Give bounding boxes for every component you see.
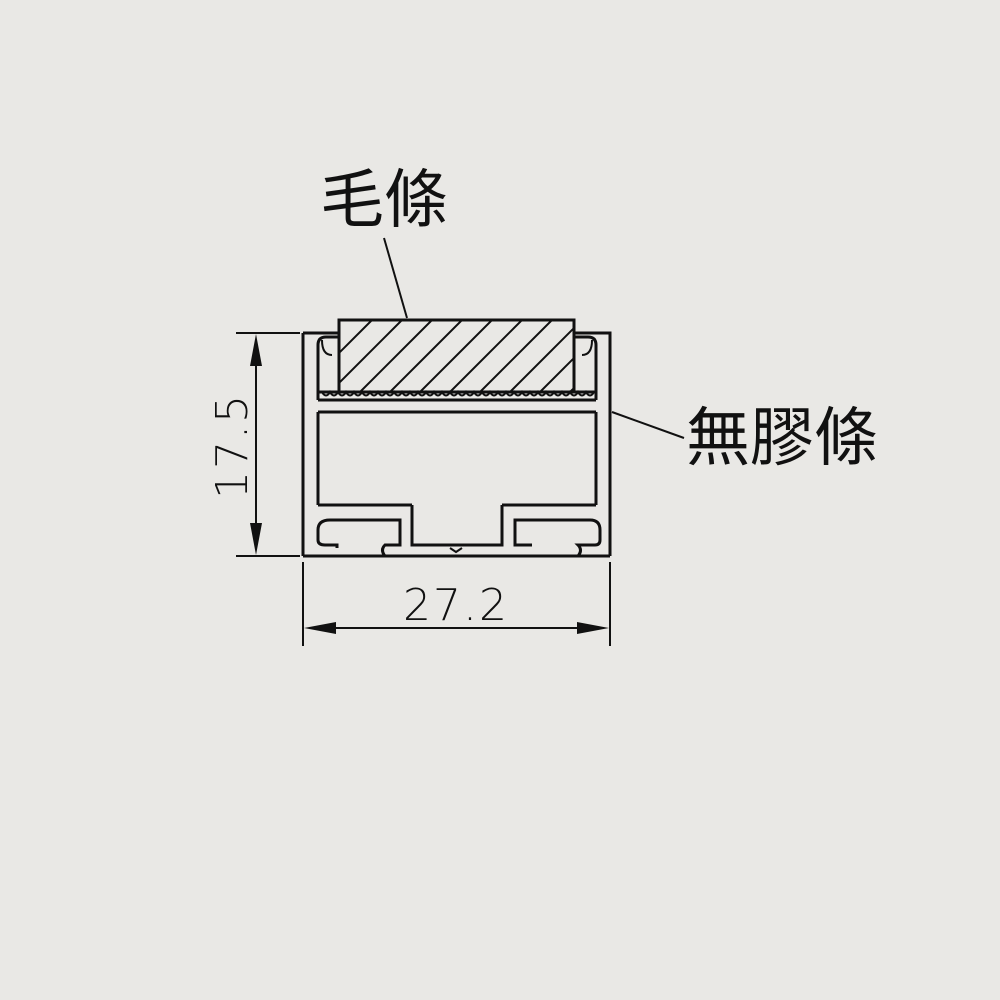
upper-channel-left-lip xyxy=(316,335,339,400)
height-arrow-top xyxy=(250,334,262,366)
height-dimension-value: 17.5 xyxy=(207,393,258,499)
brush-strip-hatching xyxy=(339,320,574,392)
no-glue-strip-leader xyxy=(611,411,685,439)
height-arrow-bottom xyxy=(250,523,262,555)
center-rib xyxy=(410,505,504,547)
brush-strip-insert xyxy=(321,318,595,397)
brush-strip-body xyxy=(337,318,576,394)
no-glue-strip-label: 無膠條 xyxy=(686,402,878,476)
aluminum-profile xyxy=(301,331,612,558)
height-dimension: 17.5 xyxy=(207,332,300,557)
brush-strip-leader xyxy=(383,237,408,319)
bottom-foot-left xyxy=(303,518,402,558)
bottom-foot-right xyxy=(513,518,610,558)
width-arrow-left xyxy=(304,622,336,634)
brush-bristle-base xyxy=(321,389,595,397)
upper-channel-right-lip xyxy=(574,335,598,400)
center-rib-notch xyxy=(449,547,463,554)
width-arrow-right xyxy=(577,622,609,634)
width-dimension: 27.2 xyxy=(302,562,611,646)
upper-channel-right-hook xyxy=(581,339,593,356)
width-dimension-value: 27.2 xyxy=(403,580,509,631)
upper-channel-left-hook xyxy=(321,339,333,356)
profile-right-wall xyxy=(574,331,612,556)
brush-strip-label: 毛條 xyxy=(320,164,448,238)
